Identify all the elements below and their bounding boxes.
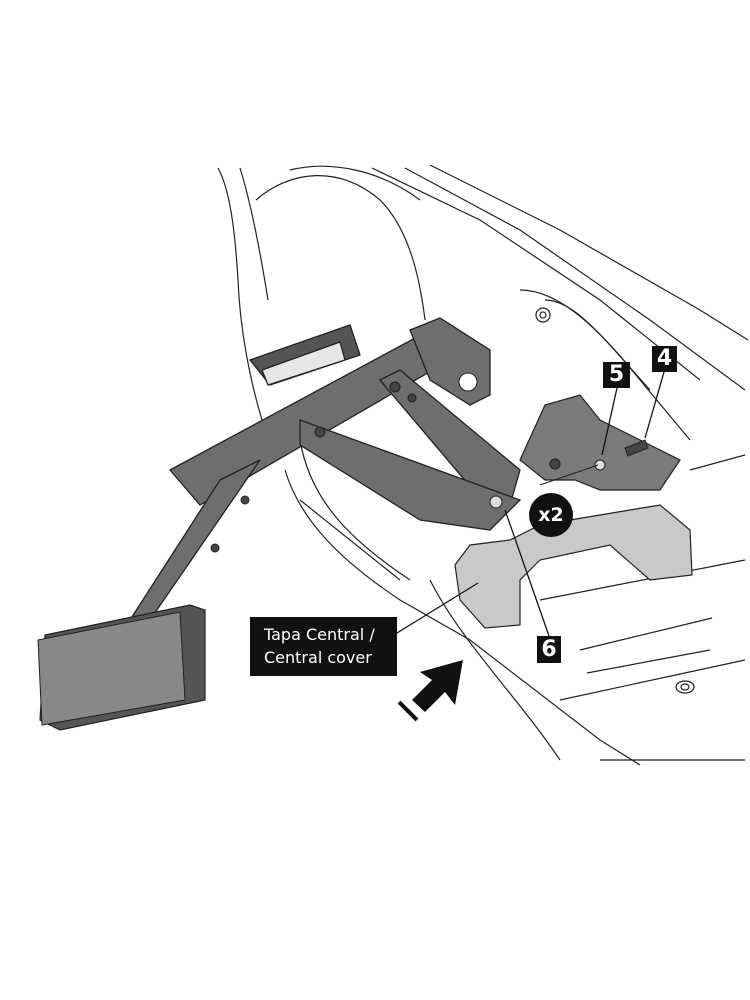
quantity-badge: x2: [529, 493, 573, 537]
label-line-1: Tapa Central /: [264, 625, 375, 644]
central-cover: [454, 504, 693, 629]
label-line-2: Central cover: [264, 648, 372, 667]
leader-lines: [396, 371, 665, 637]
callout-part-6: 6: [537, 636, 561, 663]
mounting-plate: [519, 394, 681, 491]
central-cover-label: Tapa Central / Central cover: [250, 617, 397, 676]
callout-part-4: 4: [652, 346, 677, 372]
motorcycle-outline: [217, 164, 749, 766]
reflector-pad: [37, 604, 206, 731]
callout-part-5: 5: [603, 362, 630, 388]
license-plate-bracket: [128, 317, 522, 621]
view-direction-arrow: [397, 660, 463, 722]
bolts: [210, 372, 649, 553]
